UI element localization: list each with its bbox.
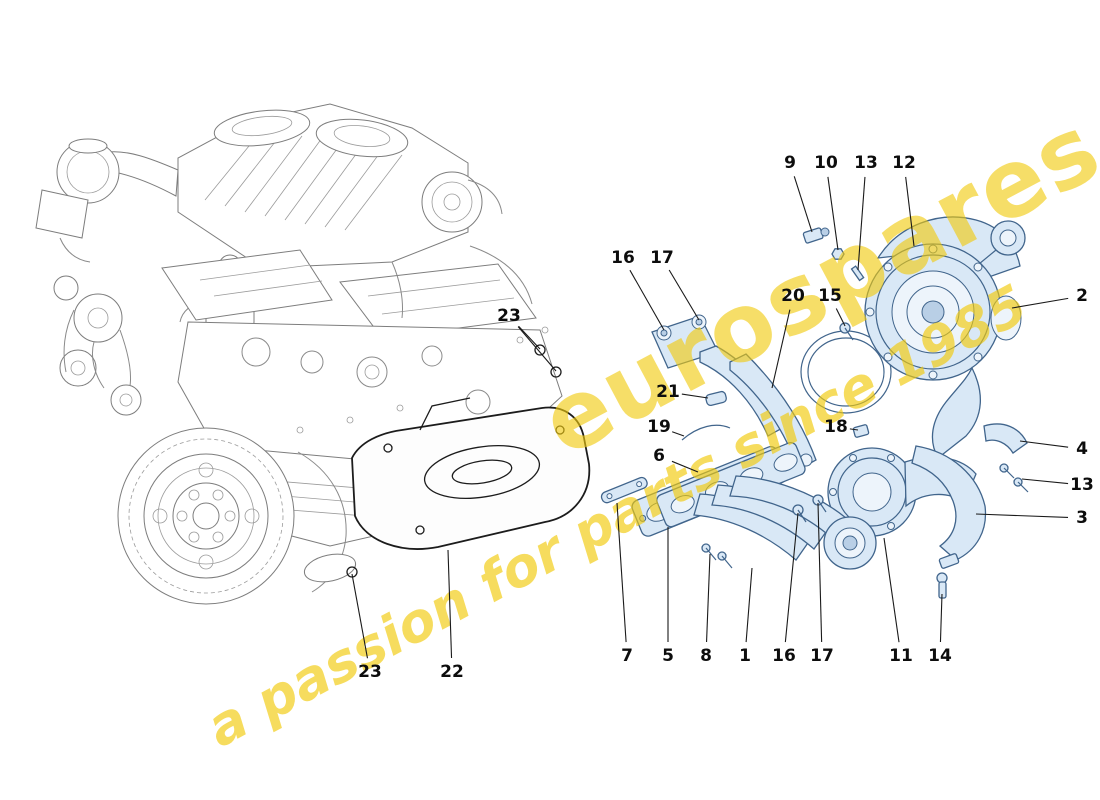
bracket-part-4: [983, 423, 1028, 454]
leader-line-13: [1021, 478, 1069, 485]
leader-line-23: [518, 325, 541, 350]
callout-18: 18: [824, 417, 848, 437]
callout-8: 8: [700, 646, 712, 666]
callout-13: 13: [854, 153, 878, 173]
callout-23: 23: [497, 306, 521, 326]
clamp-part-18: [852, 424, 870, 438]
callout-11: 11: [889, 646, 913, 666]
callout-13: 13: [1070, 475, 1094, 495]
leader-line-9: [793, 176, 813, 233]
callout-1: 1: [739, 646, 751, 666]
leader-line-2: [1011, 297, 1069, 309]
callout-12: 12: [892, 153, 916, 173]
highlighted-parts-group: [600, 216, 1029, 599]
leader-line-23: [351, 573, 369, 659]
turbocharger-assembly: [864, 216, 1026, 459]
callout-10: 10: [814, 153, 838, 173]
callout-layer: 9 10 13 12 2 16 17 20 15 21 19 6 18 4 13 3 7 5 8 1 16 17 11 14 2…: [351, 153, 1094, 682]
seal-part-19: [681, 424, 731, 441]
callout-15: 15: [818, 286, 842, 306]
callout-22: 22: [440, 662, 464, 682]
leader-line-7: [616, 502, 627, 643]
nut-part-10: [831, 248, 845, 260]
leader-line-20: [771, 309, 791, 389]
leader-line-13: [857, 176, 866, 271]
sensor-part-9: [802, 227, 830, 244]
callout-23: 23: [358, 662, 382, 682]
callout-4: 4: [1076, 439, 1088, 459]
callout-7: 7: [621, 646, 633, 666]
leader-line-16: [629, 269, 665, 331]
bolts-16-17-lower: [792, 494, 827, 523]
support-strut-part-20: [699, 345, 817, 471]
leader-line-22: [447, 549, 453, 659]
bolt-23-upper-b: [550, 366, 562, 378]
stud-part-13-top: [850, 265, 865, 282]
callout-19: 19: [647, 417, 671, 437]
callout-6: 6: [653, 446, 665, 466]
leader-line-6: [671, 460, 699, 473]
callout-3: 3: [1076, 508, 1088, 528]
bolt-23-upper-a: [534, 344, 546, 356]
callout-21: 21: [656, 382, 680, 402]
callout-5: 5: [662, 646, 674, 666]
leader-line-12: [905, 176, 915, 247]
leader-line-4: [1019, 440, 1069, 448]
callout-9: 9: [784, 153, 796, 173]
leader-line-23: [517, 326, 557, 372]
studs-part-8: [701, 543, 733, 569]
callout-16: 16: [611, 248, 635, 268]
leader-line-17: [668, 269, 700, 321]
callout-17: 17: [810, 646, 834, 666]
leader-line-19: [671, 431, 685, 437]
callout-20: 20: [781, 286, 805, 306]
callout-16: 16: [772, 646, 796, 666]
leader-line-1: [745, 567, 753, 643]
leader-line-10: [827, 176, 839, 251]
callout-17: 17: [650, 248, 674, 268]
leader-line-16: [784, 512, 799, 643]
exhaust-manifold-part-1: [656, 441, 877, 570]
turbo-heat-shield-part-3: [911, 445, 987, 569]
leader-line-21: [681, 393, 709, 399]
leader-line-15: [835, 308, 846, 327]
screw-part-14: [936, 572, 948, 599]
leader-line-18: [849, 428, 859, 431]
gasket-part-7: [600, 476, 648, 504]
spacer-part-21: [705, 390, 727, 407]
callout-14: 14: [928, 646, 952, 666]
callout-2: 2: [1076, 286, 1088, 306]
leader-line-3: [975, 513, 1069, 519]
leader-line-17: [817, 502, 823, 643]
leader-line-8: [705, 553, 711, 643]
bolts-part-13: [999, 463, 1029, 493]
heat-shield-part-22: [351, 397, 591, 550]
bolt-part-15: [839, 322, 854, 341]
leader-line-14: [939, 593, 943, 643]
leader-line-11: [883, 537, 900, 643]
